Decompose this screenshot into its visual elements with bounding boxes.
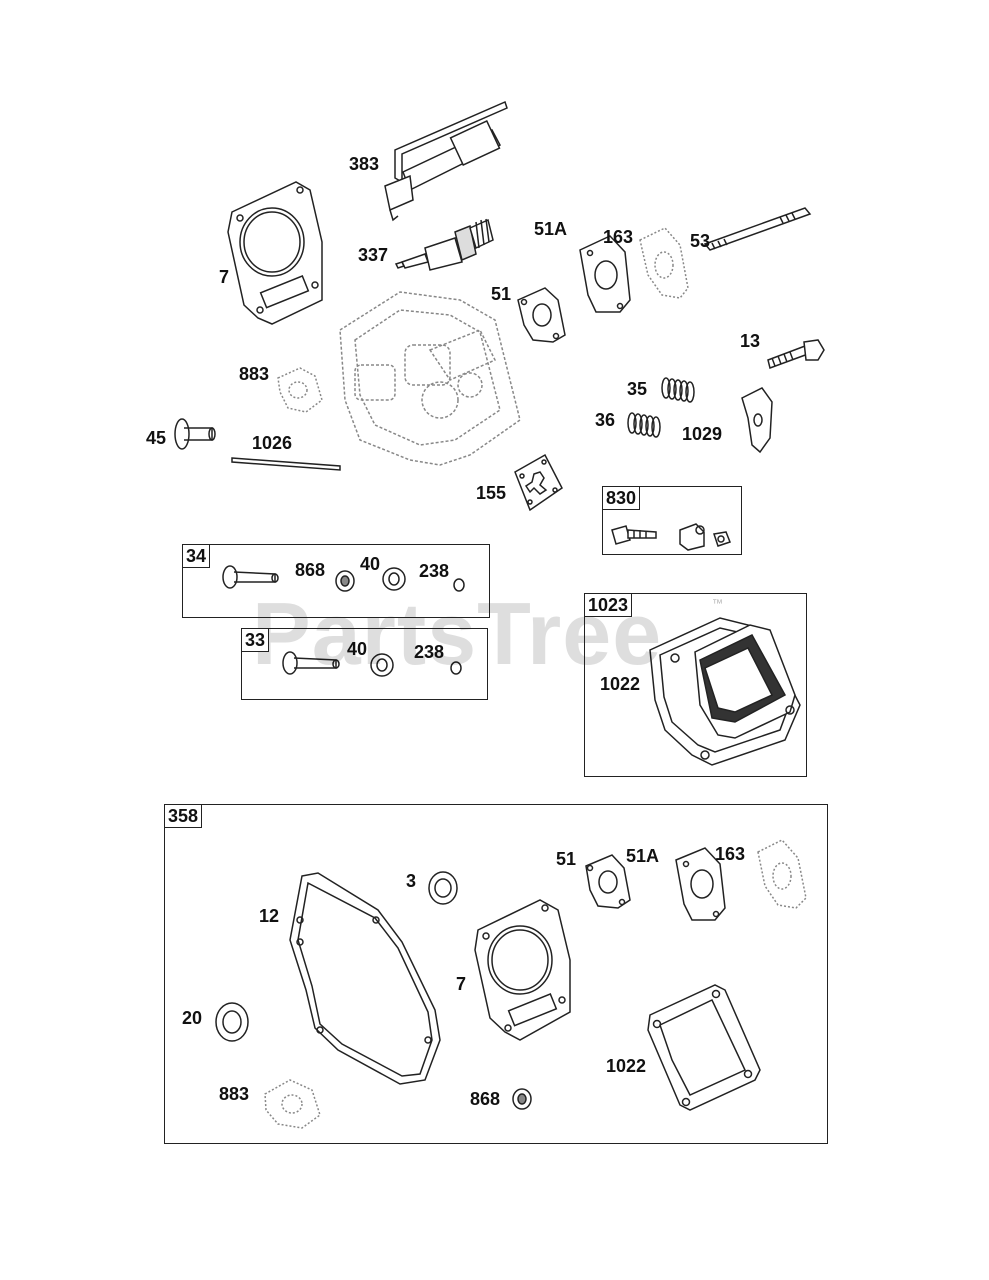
label-1026: 1026 xyxy=(252,433,293,453)
kit-358-part-51-gasket xyxy=(585,854,631,909)
kit-358-gasket-set xyxy=(215,839,807,1129)
kit-358-part-12-crankcase-gasket xyxy=(289,872,441,1085)
kit-358-part-3-seal xyxy=(428,871,458,905)
part-36-spring xyxy=(627,412,661,438)
label-36: 36 xyxy=(595,410,616,430)
label-34-40: 40 xyxy=(360,554,381,574)
part-383-spark-plug-wrench xyxy=(384,100,508,222)
label-358-868: 868 xyxy=(470,1089,501,1109)
label-1023-1022: 1022 xyxy=(600,674,641,694)
label-358-883: 883 xyxy=(219,1084,250,1104)
part-883-gasket xyxy=(277,367,323,413)
label-358-20: 20 xyxy=(182,1008,203,1028)
label-883: 883 xyxy=(239,364,270,384)
kit-box-358: 358 xyxy=(164,804,828,1144)
kit-358-part-868-seal xyxy=(512,1088,532,1110)
label-51: 51 xyxy=(491,284,512,304)
kit-box-33: 33 xyxy=(241,628,488,700)
label-1029: 1029 xyxy=(682,424,723,444)
part-155-gasket xyxy=(514,453,563,512)
label-33-40: 40 xyxy=(347,639,368,659)
kit-358-part-1022-cover-gasket xyxy=(647,984,761,1111)
kit-box-830: 830 xyxy=(602,486,742,555)
label-34-238: 238 xyxy=(419,561,450,581)
label-51A: 51A xyxy=(534,219,568,239)
kit-box-1023: 1023 xyxy=(584,593,807,777)
label-358-3: 3 xyxy=(406,871,417,891)
label-358-163: 163 xyxy=(715,844,746,864)
kit-34-tag: 34 xyxy=(182,544,211,568)
part-1026-pushrod xyxy=(231,457,341,471)
kit-358-part-163-gasket xyxy=(757,839,807,909)
label-337: 337 xyxy=(358,245,389,265)
kit-1023-valve-cover xyxy=(649,617,801,766)
label-358-51A: 51A xyxy=(626,846,660,866)
part-51A-gasket xyxy=(579,235,631,313)
label-358-1022: 1022 xyxy=(606,1056,647,1076)
kit-box-34: 34 xyxy=(182,544,490,618)
label-35: 35 xyxy=(627,379,648,399)
kit-830-tag: 830 xyxy=(602,486,641,510)
part-1029-rocker-arm xyxy=(741,387,773,454)
label-33-238: 238 xyxy=(414,642,445,662)
label-34-868: 868 xyxy=(295,560,326,580)
kit-358-tag: 358 xyxy=(164,804,203,828)
label-155: 155 xyxy=(476,483,507,503)
part-51-gasket xyxy=(517,287,566,343)
kit-358-part-7-head-gasket xyxy=(474,899,571,1041)
label-358-12: 12 xyxy=(259,906,280,926)
kit-358-part-883-gasket xyxy=(264,1079,321,1129)
kit-358-part-51A-gasket xyxy=(675,847,726,921)
label-13: 13 xyxy=(740,331,761,351)
kit-33-parts xyxy=(282,651,462,677)
watermark-trademark: ™ xyxy=(712,598,723,610)
part-53-stud xyxy=(703,207,812,251)
kit-1023-tag: 1023 xyxy=(584,593,633,617)
part-163-gasket xyxy=(639,227,689,299)
label-45: 45 xyxy=(146,428,167,448)
part-45-pushrod-guide xyxy=(174,418,216,450)
label-358-7: 7 xyxy=(456,974,467,994)
kit-830-parts xyxy=(611,523,731,551)
part-13-bolt xyxy=(767,339,825,369)
part-35-spring xyxy=(661,377,695,403)
label-383: 383 xyxy=(349,154,380,174)
label-7: 7 xyxy=(219,267,230,287)
label-53: 53 xyxy=(690,231,711,251)
kit-33-tag: 33 xyxy=(241,628,270,652)
cylinder-head-assembly xyxy=(339,291,521,466)
kit-358-part-20-seal xyxy=(215,1002,249,1042)
part-7-head-gasket xyxy=(227,181,323,325)
part-337-spark-plug xyxy=(394,218,494,271)
label-163: 163 xyxy=(603,227,634,247)
kit-34-parts xyxy=(222,565,465,592)
label-358-51: 51 xyxy=(556,849,577,869)
